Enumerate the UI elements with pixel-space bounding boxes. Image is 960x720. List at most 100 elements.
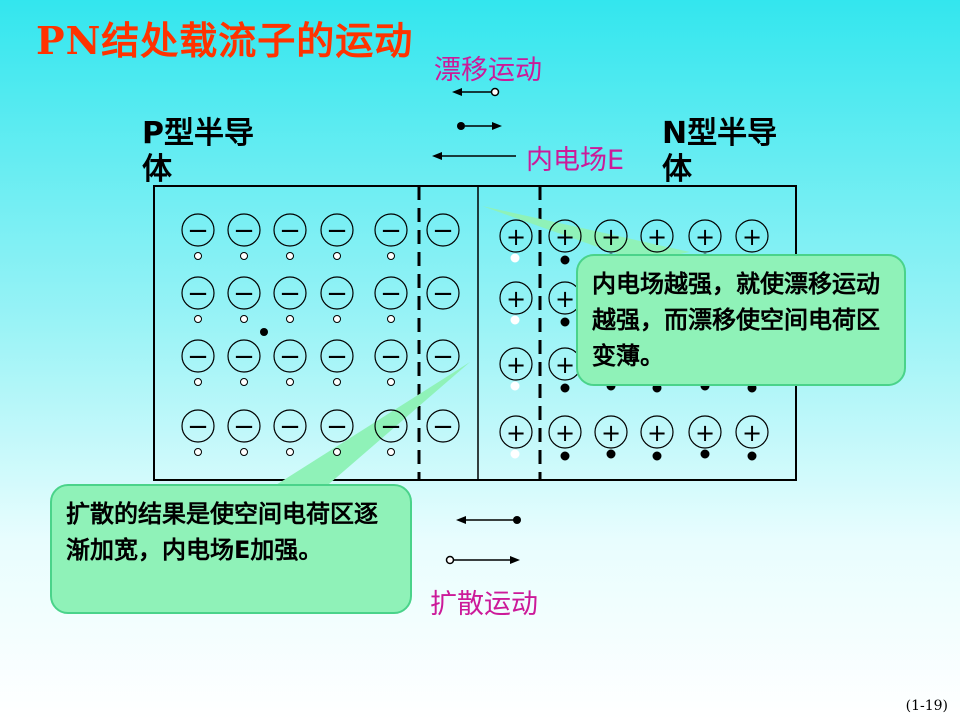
electron: [560, 255, 570, 265]
acceptor-ion: [227, 213, 261, 247]
diffusion-electron-arrow: [456, 516, 521, 524]
page-number: (1-19): [905, 698, 948, 714]
hole: [194, 448, 202, 456]
donor-ion: [499, 281, 533, 315]
acceptor-ion: [227, 339, 261, 373]
donor-ion: [735, 219, 769, 253]
acceptor-ion: [374, 213, 408, 247]
donor-ion: [594, 415, 628, 449]
electron: [510, 253, 520, 263]
plus-sign: +: [601, 223, 621, 251]
electron: [560, 383, 570, 393]
electron: [510, 449, 520, 459]
hole: [333, 315, 341, 323]
electron: [510, 315, 520, 325]
acceptor-ion: [426, 276, 460, 310]
acceptor-ion: [426, 213, 460, 247]
minus-sign: −: [279, 279, 301, 309]
plus-sign: +: [647, 419, 667, 447]
p-type-label: P型半导体: [142, 116, 254, 187]
minus-sign: −: [187, 342, 209, 372]
n-type-label: N型半导体: [662, 116, 778, 187]
donor-ion: [499, 219, 533, 253]
minus-sign: −: [187, 279, 209, 309]
electron: [510, 381, 520, 391]
minus-sign: −: [326, 412, 348, 442]
acceptor-ion: [181, 339, 215, 373]
hole: [387, 448, 395, 456]
internal-field-arrow: [432, 152, 516, 160]
plus-sign: +: [601, 419, 621, 447]
minus-sign: −: [279, 342, 301, 372]
donor-ion: [735, 415, 769, 449]
acceptor-ion: [426, 409, 460, 443]
minus-sign: −: [432, 216, 454, 246]
hole: [387, 378, 395, 386]
hole: [333, 378, 341, 386]
minus-sign: −: [326, 216, 348, 246]
donor-ion: [548, 415, 582, 449]
electron: [606, 449, 616, 459]
acceptor-ion: [320, 409, 354, 443]
acceptor-ion: [181, 213, 215, 247]
electron: [560, 317, 570, 327]
acceptor-ion: [273, 409, 307, 443]
diffusion-hole-arrow: [445, 555, 520, 565]
acceptor-ion: [374, 339, 408, 373]
drift-callout: 内电场越强，就使漂移运动越强，而漂移使空间电荷区变薄。: [576, 254, 906, 386]
minus-sign: −: [279, 216, 301, 246]
minus-sign: −: [187, 412, 209, 442]
acceptor-ion: [273, 276, 307, 310]
plus-sign: +: [742, 419, 762, 447]
minus-sign: −: [432, 412, 454, 442]
donor-ion: [548, 219, 582, 253]
donor-ion: [688, 219, 722, 253]
internal-field-label: 内电场E: [526, 145, 625, 176]
minus-sign: −: [380, 279, 402, 309]
acceptor-ion: [320, 339, 354, 373]
hole: [286, 378, 294, 386]
plus-sign: +: [695, 223, 715, 251]
hole: [286, 252, 294, 260]
plus-sign: +: [695, 419, 715, 447]
hole: [240, 252, 248, 260]
hole: [194, 378, 202, 386]
hole: [240, 448, 248, 456]
acceptor-ion: [374, 276, 408, 310]
acceptor-ion: [273, 213, 307, 247]
electron: [560, 451, 570, 461]
donor-ion: [640, 219, 674, 253]
minus-sign: −: [326, 279, 348, 309]
drift-electron-arrow: [457, 122, 502, 130]
hole: [387, 315, 395, 323]
hole: [333, 252, 341, 260]
donor-ion: [499, 347, 533, 381]
diffusion-label: 扩散运动: [430, 589, 538, 620]
donor-ion: [594, 219, 628, 253]
minus-sign: −: [233, 412, 255, 442]
minus-sign: −: [380, 412, 402, 442]
hole: [194, 315, 202, 323]
minus-sign: −: [432, 342, 454, 372]
donor-ion: [688, 415, 722, 449]
acceptor-ion: [426, 339, 460, 373]
acceptor-ion: [181, 276, 215, 310]
plus-sign: +: [647, 223, 667, 251]
hole: [286, 448, 294, 456]
acceptor-ion: [273, 339, 307, 373]
plus-sign: +: [506, 285, 526, 313]
plus-sign: +: [506, 419, 526, 447]
plus-sign: +: [555, 419, 575, 447]
plus-sign: +: [742, 223, 762, 251]
electron: [700, 449, 710, 459]
minus-sign: −: [326, 342, 348, 372]
donor-ion: [640, 415, 674, 449]
acceptor-ion: [320, 213, 354, 247]
diffusion-callout-pointer: [268, 362, 470, 490]
hole: [194, 252, 202, 260]
hole: [240, 378, 248, 386]
minus-sign: −: [432, 279, 454, 309]
drift-hole-arrow: [452, 87, 500, 97]
electron: [747, 451, 757, 461]
acceptor-ion: [374, 409, 408, 443]
